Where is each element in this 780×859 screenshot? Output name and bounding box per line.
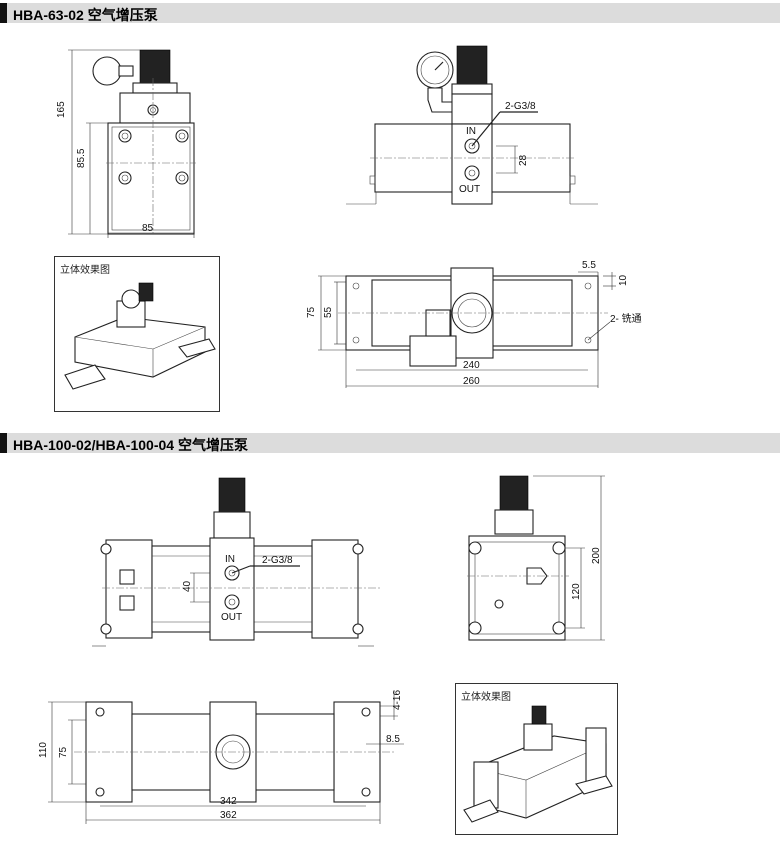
iso-panel-label: 立体效果图 [60,265,110,276]
section-header-bar [0,3,7,23]
dim-length-260: 260 [463,376,480,387]
hba63-front-drawing [346,45,598,205]
dim-slot-height-10: 10 [618,274,629,286]
dim-top-height-75: 75 [58,746,69,758]
dim-top-height-110: 110 [38,742,49,758]
hba100-front-view: IN OUT 2-G3/8 40 [92,477,382,647]
hba63-top-drawing [318,267,616,388]
hba63-front-view: 2-G3/8 IN OUT 28 [346,45,598,205]
section-header-hba100: HBA-100-02/HBA-100-04 空气增压泵 [0,433,780,453]
dim-body-height-85-5: 85.5 [76,148,87,168]
hba63-top-view: 75 55 5.5 10 2- 铣通 240 260 [306,260,642,388]
hole-label-2-milled: 2- 铣通 [610,312,642,325]
dim-slot-8-5: 8.5 [386,734,400,745]
dim-length-240: 240 [463,360,480,371]
hba100-top-view: 110 75 4-16 8.5 342 362 [38,690,404,824]
hba100-side-view: 200 120 [467,475,605,641]
dim-length-362: 362 [220,810,237,821]
port-in-label: IN [466,126,476,137]
dim-top-height-75: 75 [306,306,317,318]
hba100-side-drawing [467,475,605,641]
hba63-iso-drawing [64,282,216,390]
section-header-bar [0,433,7,453]
port-out-label: OUT [459,184,480,195]
hba100-iso-panel: 立体效果图 [455,683,618,835]
hba100-front-drawing [92,477,382,647]
iso-panel-label: 立体效果图 [461,692,511,703]
hba63-width-dim: 85 [108,223,194,234]
port-out-label: OUT [221,612,242,623]
port-label-2-g3-8: 2-G3/8 [262,555,293,566]
hba63-side-drawing [68,49,196,238]
dim-total-height-165: 165 [56,101,67,118]
section-title-hba100: HBA-100-02/HBA-100-04 空气增压泵 [13,437,248,453]
dim-top-height-55: 55 [323,306,334,318]
dim-total-height-200: 200 [591,547,602,564]
hba100-iso-drawing [463,705,613,823]
section-title-hba63: HBA-63-02 空气增压泵 [13,7,158,23]
dim-width-85: 85 [142,223,154,234]
dim-port-spacing-28: 28 [518,154,529,166]
dim-slot-width-5-5: 5.5 [582,260,596,271]
port-in-label: IN [225,554,235,565]
port-label-2-g3-8: 2-G3/8 [505,101,536,112]
dim-length-342: 342 [220,796,237,807]
dim-port-spacing-40: 40 [182,580,193,592]
dim-slot-4-16: 4-16 [392,690,403,710]
hba63-iso-panel: 立体效果图 [54,256,220,412]
dim-body-height-120: 120 [571,583,582,600]
section-header-hba63: HBA-63-02 空气增压泵 [0,3,780,23]
hba63-side-view: 165 85.5 [56,49,196,238]
hba100-top-drawing [48,690,404,824]
